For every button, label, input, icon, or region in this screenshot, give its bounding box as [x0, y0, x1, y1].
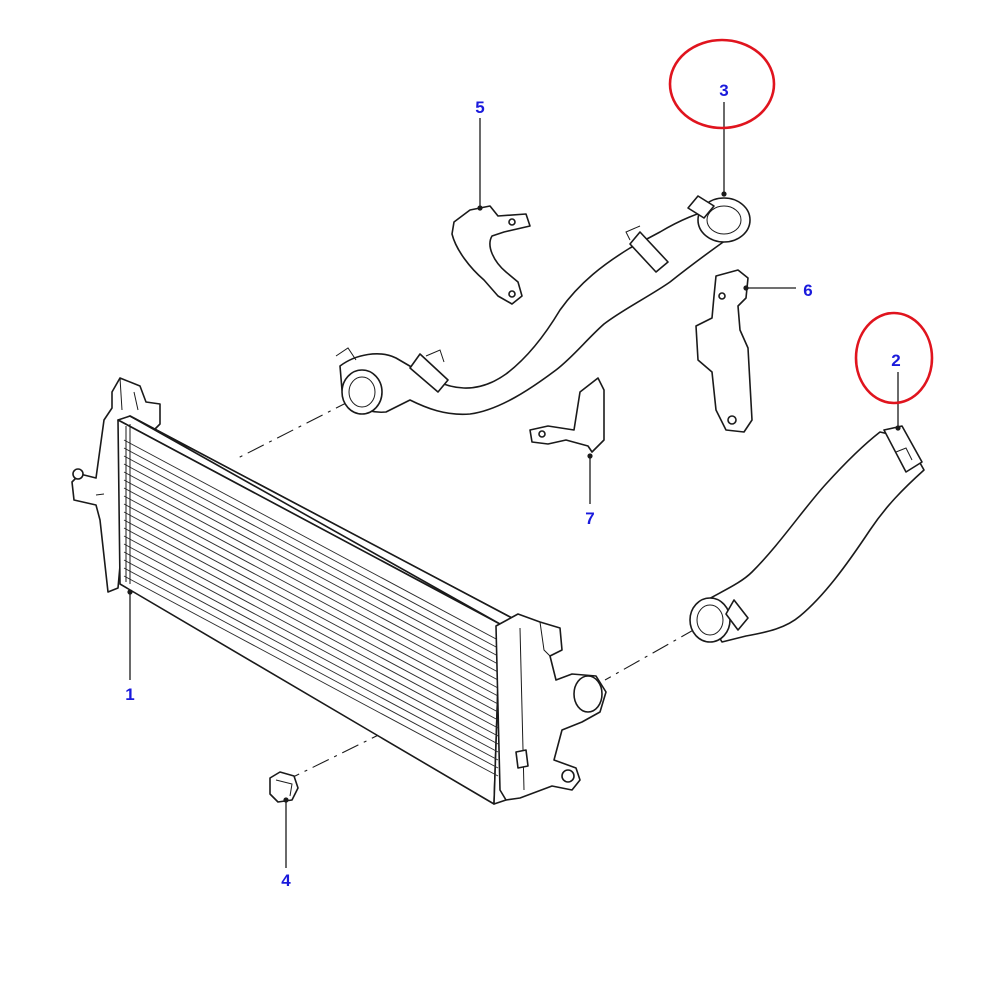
- highlight-circles: [668, 38, 934, 405]
- bolt: [269, 771, 299, 803]
- callout-4: 4: [281, 871, 291, 890]
- callout-7: 7: [585, 509, 594, 528]
- leader-lines: [127, 102, 901, 868]
- intercooler-radiator: [71, 377, 607, 805]
- small-bracket: [529, 377, 605, 453]
- hose-bracket-side: [695, 269, 753, 433]
- highlight-circle-2: [854, 311, 934, 405]
- callout-5: 5: [475, 98, 484, 117]
- hose-bracket-upper: [451, 205, 531, 305]
- callout-6: 6: [803, 281, 812, 300]
- callout-labels: 1 2 3 4 5 6 7: [125, 81, 900, 890]
- lower-intercooler-hose: [689, 425, 925, 643]
- callout-3: 3: [719, 81, 728, 100]
- core-fins: [123, 439, 499, 777]
- upper-intercooler-hose: [335, 195, 751, 416]
- callout-1: 1: [125, 685, 134, 704]
- callout-2: 2: [891, 351, 900, 370]
- highlight-circle-3: [668, 38, 776, 130]
